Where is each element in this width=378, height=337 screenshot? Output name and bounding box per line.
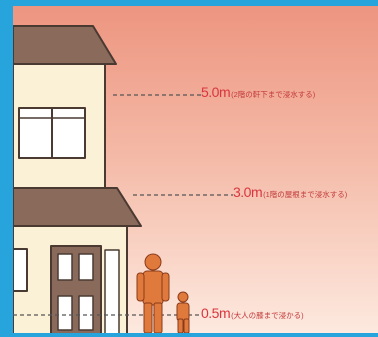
depth-note: (大人の膝まで浸かる) [231, 311, 304, 320]
depth-value: 3.0m [233, 184, 262, 200]
depth-note: (1階の屋根まで浸水する) [263, 190, 347, 199]
flood-depth-illustration: 5.0m(2階の軒下まで浸水する) 3.0m(1階の屋根まで浸水する) 0.5m… [13, 6, 378, 333]
flood-scene [13, 6, 378, 333]
depth-label-3m: 3.0m(1階の屋根まで浸水する) [233, 184, 347, 202]
depth-label-5m: 5.0m(2階の軒下まで浸水する) [201, 84, 315, 102]
depth-value: 0.5m [201, 305, 230, 321]
depth-value: 5.0m [201, 84, 230, 100]
child-figure-icon [177, 292, 189, 333]
depth-label-05m: 0.5m(大人の膝まで浸かる) [201, 305, 304, 323]
depth-note: (2階の軒下まで浸水する) [231, 90, 315, 99]
